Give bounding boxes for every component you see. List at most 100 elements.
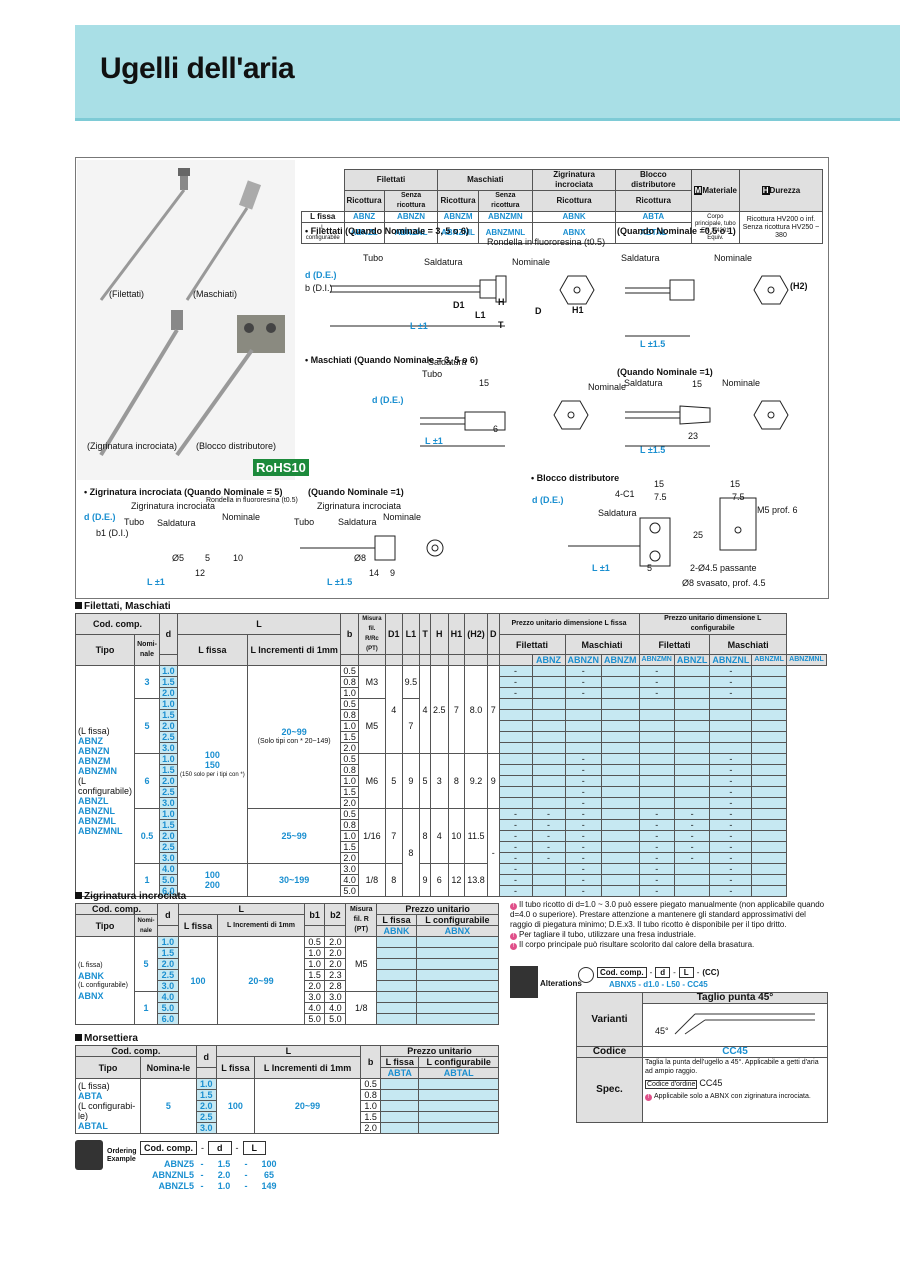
b-cell: 1.0 xyxy=(360,1100,382,1112)
price-cell: - xyxy=(564,830,603,842)
price-cell xyxy=(415,980,500,992)
l1-cell: 7 xyxy=(401,698,421,754)
tipo-cell: (L fissa)ABTA(L configurabi-le)ABTAL xyxy=(75,1078,141,1134)
label-dim-75-1: 7.5 xyxy=(654,492,667,502)
table-morsettiera: Cod. comp. d L b Prezzo unitario Tipo No… xyxy=(75,1045,499,1134)
price-cell xyxy=(638,742,675,754)
price-cell xyxy=(601,797,640,809)
label-b1-di-1: b1 (D.I.) xyxy=(96,528,129,538)
b-cell: 1.0 xyxy=(340,830,359,842)
nominale-cell: 5 xyxy=(134,698,161,754)
drawing-title-maschiati-small: (Quando Nominale =1) xyxy=(617,367,713,377)
price-cell: - xyxy=(564,852,603,864)
b-cell: 2.0 xyxy=(340,797,359,809)
h1-cell: 8 xyxy=(447,753,466,809)
linc-a: 20~99 xyxy=(281,727,307,737)
price-cell xyxy=(376,991,417,1003)
price-cell xyxy=(601,676,640,688)
b1-cell: 5.0 xyxy=(303,1013,326,1025)
table-zigrinatura: Cod. comp. d L b1 b2 Misura fil. R (PT) … xyxy=(75,903,500,1025)
ordering-phone-icon xyxy=(75,1140,103,1170)
price-cell xyxy=(638,709,675,721)
price-cell xyxy=(564,698,603,710)
alt-spec-note: Applicabile solo a ABNX con zigrinatura … xyxy=(654,1093,811,1100)
z-h-linc: L Incrementi di 1mm xyxy=(217,914,305,937)
linc-cell-1: 20~99(Solo tipi con * 20~149) xyxy=(247,665,342,809)
d-cell: 1.5 xyxy=(159,676,178,688)
caption-maschiati: (Maschiati) xyxy=(193,289,238,299)
label-svas: Ø8 svasato, prof. 4.5 xyxy=(682,578,766,588)
h-d: d xyxy=(159,613,178,655)
alt-part-l: L xyxy=(678,967,694,978)
lfissa-cell: 100 xyxy=(177,936,219,1025)
price-cell xyxy=(673,698,711,710)
code-abta: ABTA xyxy=(615,211,692,223)
price-cell: - xyxy=(638,863,675,875)
z-code-2: ABNX xyxy=(415,925,500,937)
price-cell: - xyxy=(709,797,753,809)
lfissa-note: (150 solo per i tipi con *) xyxy=(180,771,245,778)
b-cell: 0.8 xyxy=(340,764,359,776)
h2-cell: 9.2 xyxy=(464,753,488,809)
price-cell xyxy=(673,874,711,886)
d-cell: 1.5 xyxy=(157,947,179,959)
price-cell xyxy=(415,1013,500,1025)
b-cell: 1.5 xyxy=(340,786,359,798)
nominale-cell: 0.5 xyxy=(134,808,161,864)
label-dim-14: 14 xyxy=(369,568,380,578)
price-cell xyxy=(601,808,640,820)
ord-part-d: d xyxy=(208,1141,232,1155)
d-cell: 3.0 xyxy=(157,980,179,992)
b-cell: 1.0 xyxy=(340,720,359,732)
b-cell: 0.8 xyxy=(340,709,359,721)
price-cell xyxy=(601,698,640,710)
b1-cell: 2.0 xyxy=(303,980,326,992)
price-cell xyxy=(709,720,753,732)
price-cell: - xyxy=(709,665,753,677)
b-cell: 0.8 xyxy=(360,1089,382,1101)
t-cell: 8 xyxy=(419,808,431,864)
price-cell xyxy=(376,947,417,959)
tipo-line: ABTAL xyxy=(78,1121,108,1131)
price-cell: - xyxy=(709,775,753,787)
col-group-filettati: Filettati xyxy=(343,169,439,191)
price-cell xyxy=(418,1078,499,1090)
label-hole: 2-Ø4.5 passante xyxy=(690,563,757,573)
price-cell: - xyxy=(709,786,753,798)
price-cell: - xyxy=(531,830,566,842)
b1-cell: 3.0 xyxy=(303,991,326,1003)
alt-angle: 45° xyxy=(655,1026,669,1036)
price-cell xyxy=(673,665,711,677)
d-cell: 2.5 xyxy=(157,969,179,981)
b-cell: 0.8 xyxy=(340,676,359,688)
label-d-de-4: d (D.E.) xyxy=(532,495,564,505)
label-dim-75-2: 7.5 xyxy=(732,492,745,502)
label-tubo-3: Tubo xyxy=(124,517,145,527)
price-cell xyxy=(673,709,711,721)
price-cell: - xyxy=(498,841,533,853)
label-tubo-1: Tubo xyxy=(363,253,384,263)
tipo-line: ABNZMN xyxy=(78,766,117,776)
price-cell xyxy=(601,852,640,864)
b-cell: 2.0 xyxy=(340,852,359,864)
alt-part-cod: Cod. comp. xyxy=(597,967,647,978)
label-nominale-1: Nominale xyxy=(512,257,551,267)
label-d-de-2: d (D.E.) xyxy=(372,395,404,405)
b-cell: 0.5 xyxy=(340,698,359,710)
price-cell xyxy=(638,731,675,743)
b-cell: 5.0 xyxy=(340,885,359,897)
price-cell xyxy=(531,797,566,809)
alt-order-example: ABNX5 - d1.0 - L50 - CC45 xyxy=(609,980,708,989)
price-cell: - xyxy=(638,885,675,897)
technical-drawings xyxy=(300,275,789,567)
ordering-cell: ABNZNL5 xyxy=(152,1170,194,1180)
d1-cell: 8 xyxy=(384,863,403,897)
h-cell: 6 xyxy=(429,863,449,897)
h-cell: 4 xyxy=(429,808,449,864)
price-cell xyxy=(751,841,787,853)
